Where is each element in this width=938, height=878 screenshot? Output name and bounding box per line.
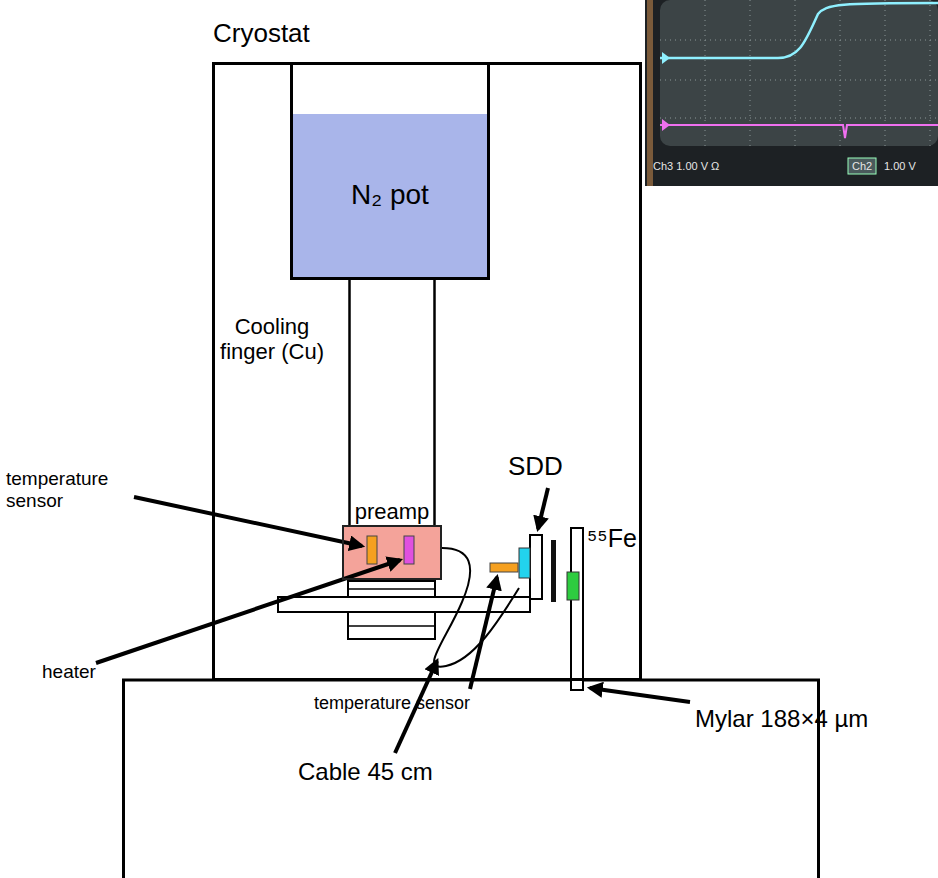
callout-label: Cable 45 cm: [298, 758, 433, 786]
callout-label: temperature sensor: [314, 693, 470, 714]
preamp-fill: [342, 525, 442, 580]
scope-readout: Ch3 1.00 V Ω: [653, 160, 719, 173]
node-text: Cryostat: [213, 19, 310, 49]
scope-trace: [660, 3, 938, 58]
fe55-source: [567, 572, 579, 600]
preamp-box: preamp: [342, 525, 442, 580]
scope-trace: [660, 125, 938, 138]
scope-readout: Ch2: [852, 160, 872, 173]
part-label: Cooling finger (Cu): [220, 314, 324, 365]
channel-marker: [662, 52, 670, 64]
photo-frame: [645, 0, 938, 186]
sdd-holder: [530, 535, 542, 599]
leader-arrow: [590, 688, 690, 702]
sdd-chip: [519, 548, 530, 578]
scope-screen: [660, 0, 938, 146]
oscilloscope-photo: [645, 0, 938, 186]
channel-box: [848, 158, 876, 174]
cold-plate: [348, 625, 435, 627]
callout-label: Mylar 188×4 µm: [695, 705, 868, 733]
cooling-finger: [348, 280, 351, 526]
scope-grid: [660, 0, 938, 146]
part-label: SDD: [508, 452, 563, 482]
pot-wall: [487, 62, 490, 116]
heater-element: [404, 536, 414, 564]
node-text: preamp: [344, 499, 440, 524]
callout-label: temperature sensor: [6, 468, 132, 512]
node-text: N₂ pot: [351, 179, 429, 211]
mylar-window: [551, 540, 556, 602]
temperature-sensor: [490, 563, 518, 572]
source-holder: [571, 528, 583, 690]
temperature-sensor: [367, 536, 377, 564]
leader-arrow: [538, 488, 548, 529]
cryostat-housing: CryostatN₂ potpreamp: [212, 62, 642, 681]
signal-cable: [434, 548, 519, 667]
leader-arrow: [96, 560, 400, 663]
leader-arrow: [134, 497, 362, 546]
callout-label: heater: [42, 661, 96, 683]
scope-readout: 1.00 V: [884, 160, 916, 173]
part-label: ⁵⁵Fe: [587, 524, 637, 553]
cold-plate: [348, 588, 435, 590]
leader-arrow: [470, 577, 497, 689]
photo-frame: [647, 0, 653, 186]
nitrogen-pot: N₂ pot: [290, 114, 490, 280]
pot-wall: [290, 62, 293, 116]
channel-marker: [662, 119, 670, 131]
cooling-finger: [433, 280, 436, 526]
